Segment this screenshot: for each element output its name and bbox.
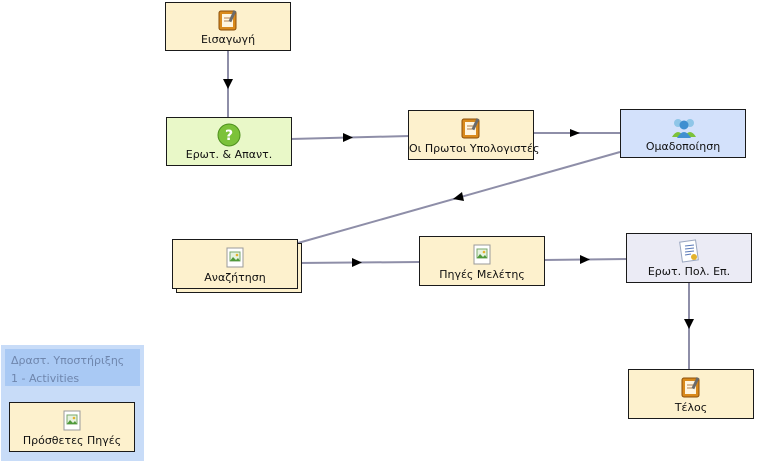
arrowhead <box>352 258 362 267</box>
question-icon: ? <box>217 123 241 147</box>
picture-resource-icon <box>223 245 247 269</box>
activity-label: Ομαδοποίηση <box>645 140 721 153</box>
activity-search[interactable]: Αναζήτηση <box>172 239 298 289</box>
notebook-pencil-icon <box>679 375 703 399</box>
activity-qa[interactable]: ? Ερωτ. & Απαντ. <box>166 117 292 166</box>
activity-label: Ερωτ. Πολ. Επ. <box>647 265 731 278</box>
activity-first-computers[interactable]: Οι Πρωτοι Υπολογιστές <box>408 110 540 160</box>
arrowhead <box>580 255 590 264</box>
checklist-icon <box>677 239 701 263</box>
notebook-pencil-icon <box>216 8 240 32</box>
notebook-pencil-icon <box>459 116 483 140</box>
activity-end[interactable]: Τέλος <box>628 369 754 419</box>
arrowhead <box>343 133 353 142</box>
support-activities-panel[interactable]: Δραστ. Υποστήριξης 1 - Activities Πρόσθε… <box>1 345 144 461</box>
svg-text:?: ? <box>225 128 233 144</box>
activity-label: Αναζήτηση <box>204 271 266 284</box>
activity-label: Εισαγωγή <box>200 33 256 46</box>
activity-label: Πηγές Μελέτης <box>439 268 525 281</box>
people-group-icon <box>671 115 696 139</box>
picture-resource-icon <box>60 408 84 432</box>
activity-survey[interactable]: Ερωτ. Πολ. Επ. <box>626 233 752 283</box>
arrowhead <box>684 319 694 329</box>
arrowhead <box>453 192 464 201</box>
arrowhead <box>570 129 580 137</box>
arrowhead <box>223 79 233 89</box>
activity-additional-sources[interactable]: Πρόσθετες Πηγές <box>9 402 135 452</box>
activity-label: Τέλος <box>674 401 708 414</box>
support-title: Δραστ. Υποστήριξης <box>11 354 125 367</box>
support-subtitle: 1 - Activities <box>11 372 80 385</box>
activity-label: Πρόσθετες Πηγές <box>22 434 122 447</box>
activity-grouping[interactable]: Ομαδοποίηση <box>620 109 746 158</box>
activity-label: Ερωτ. & Απαντ. <box>185 148 273 161</box>
activity-intro[interactable]: Εισαγωγή <box>165 2 291 51</box>
support-activities-header[interactable]: Δραστ. Υποστήριξης 1 - Activities <box>5 349 140 386</box>
activity-label: Οι Πρωτοι Υπολογιστές <box>409 142 540 155</box>
activity-study-sources[interactable]: Πηγές Μελέτης <box>419 236 545 286</box>
picture-resource-icon <box>470 242 494 266</box>
